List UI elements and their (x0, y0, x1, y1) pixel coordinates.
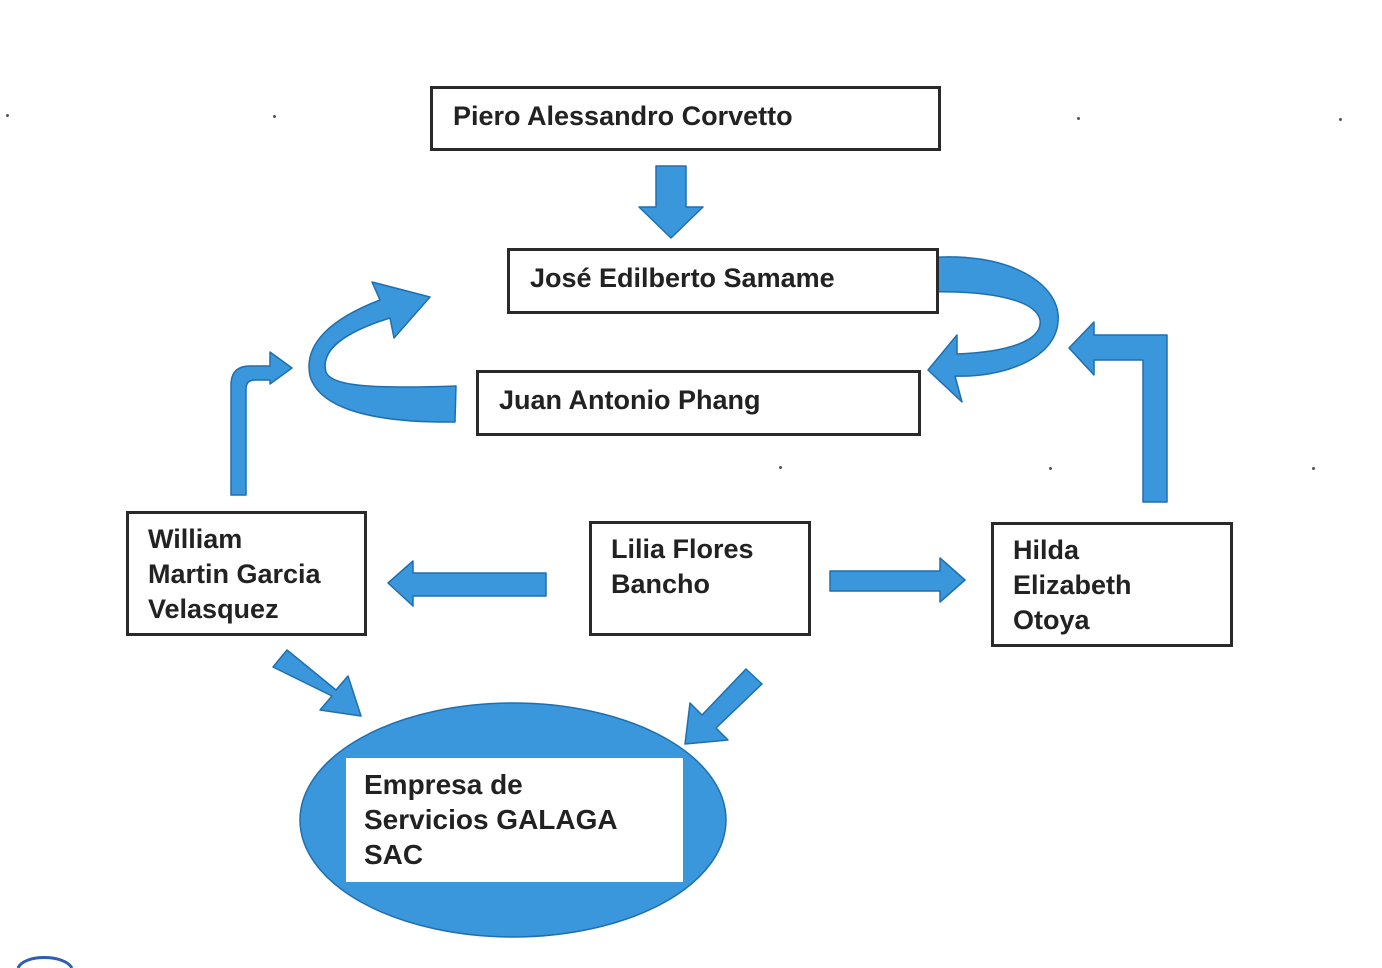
node-piero-alessandro-corvetto: Piero Alessandro Corvetto (430, 86, 941, 151)
node-label-line: Elizabeth (1013, 570, 1132, 600)
scan-speck (779, 466, 782, 469)
node-label-line: Velasquez (148, 594, 279, 624)
node-hilda-elizabeth-otoya: Hilda Elizabeth Otoya (991, 522, 1233, 647)
scan-speck (1077, 117, 1080, 120)
scan-speck (6, 114, 9, 117)
node-label-line: Empresa de (364, 769, 523, 800)
scan-speck (273, 115, 276, 118)
arrow-lilia-to-hilda (829, 557, 966, 603)
node-label-line: Lilia Flores (611, 534, 754, 564)
arrow-william-to-empresa (272, 649, 362, 717)
node-label-line: Bancho (611, 569, 711, 599)
arrow-lilia-to-empresa (684, 668, 763, 745)
scan-speck (1049, 467, 1052, 470)
scan-speck (1312, 467, 1315, 470)
node-label-line: Servicios GALAGA (364, 804, 618, 835)
node-label-line: SAC (364, 839, 424, 870)
node-label-line: William (148, 524, 243, 554)
arrow-piero-to-jose (638, 165, 704, 239)
node-label: Juan Antonio Phang (499, 385, 761, 415)
node-label-line: Otoya (1013, 605, 1090, 635)
node-label-line: Hilda (1013, 535, 1080, 565)
node-label-line: Martin Garcia (148, 559, 321, 589)
node-label: José Edilberto Samame (530, 263, 835, 293)
scan-speck (1339, 118, 1342, 121)
arrow-juan-to-jose (308, 281, 457, 423)
node-juan-antonio-phang: Juan Antonio Phang (476, 370, 921, 436)
node-lilia-flores-bancho: Lilia Flores Bancho (589, 521, 811, 636)
node-label: Piero Alessandro Corvetto (453, 101, 793, 131)
arrow-hilda-to-jose (1068, 321, 1168, 503)
circle-mark-icon (16, 956, 74, 968)
arrow-lilia-to-william (387, 560, 547, 607)
node-jose-edilberto-samame: José Edilberto Samame (507, 248, 939, 314)
node-empresa-servicios-galaga-sac: Empresa de Servicios GALAGA SAC (346, 758, 683, 882)
arrow-jose-to-juan (924, 256, 1059, 403)
arrow-william-to-juan (230, 351, 293, 496)
node-william-martin-garcia-velasquez: William Martin Garcia Velasquez (126, 511, 367, 636)
